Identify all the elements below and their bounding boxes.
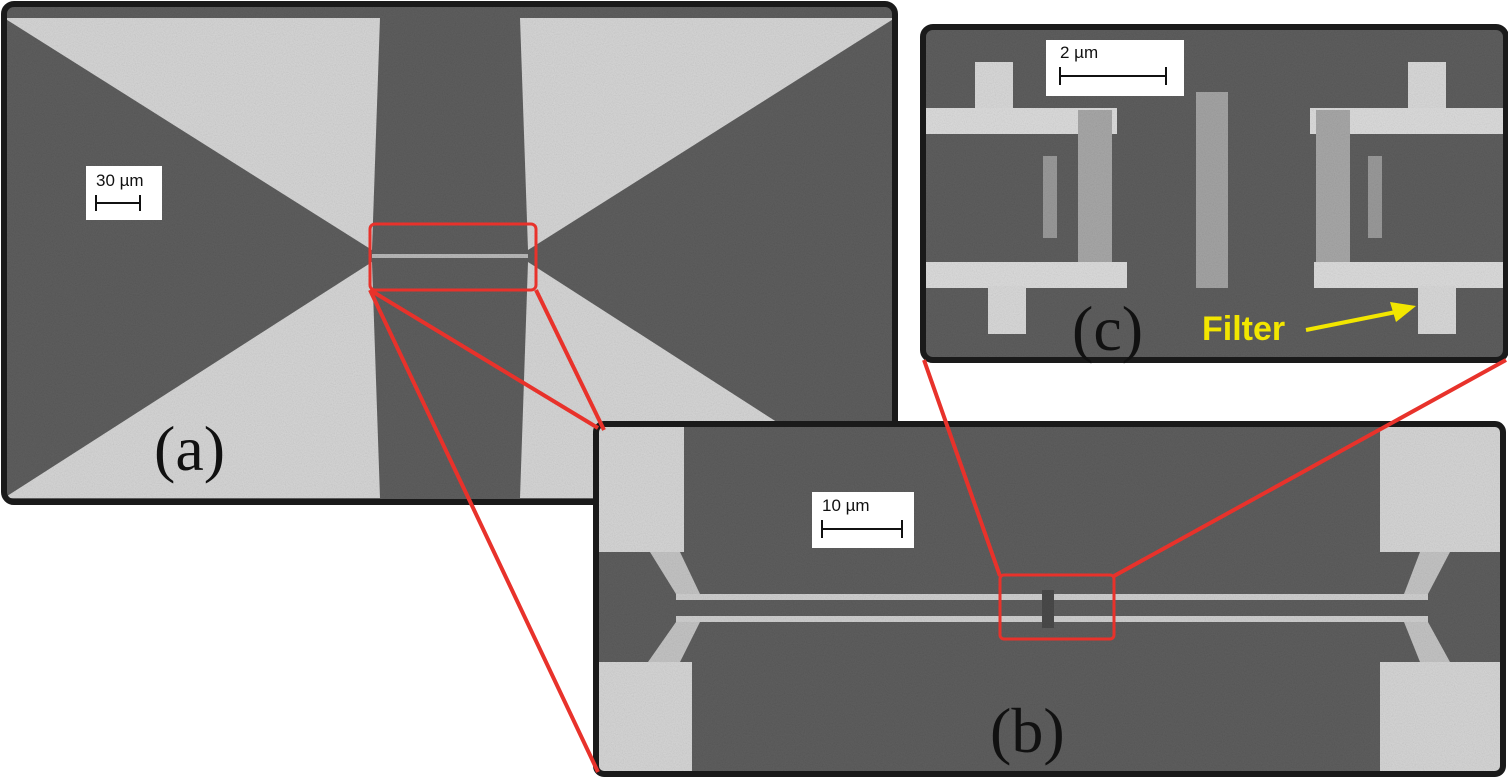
c-left-bottom-stub <box>988 286 1026 334</box>
panel-c-frame <box>920 24 1508 363</box>
c-left-top-stub <box>975 62 1013 110</box>
panel-b-scale-text: 10 µm <box>822 496 870 515</box>
lead-b-bottom-right <box>1404 622 1450 662</box>
panel-a-label: (a) <box>154 413 225 484</box>
panel-b-label: (b) <box>990 695 1065 766</box>
filter-arrow <box>1305 302 1416 332</box>
panel-c: 2 µm (c) Filter <box>920 24 1508 364</box>
gap-b-center <box>1042 590 1054 628</box>
panel-c-label: (c) <box>1072 293 1143 364</box>
panel-b-frame <box>593 421 1506 777</box>
pad-b-bottom-left <box>596 662 692 774</box>
connector-b-c-left <box>922 359 1002 577</box>
panel-b: 10 µm (b) <box>593 421 1506 777</box>
panel-a: 30 µm (a) <box>1 1 898 505</box>
panel-a-frame <box>1 1 898 505</box>
panel-b-highlight-box <box>998 573 1116 641</box>
c-right-slot <box>1368 156 1382 238</box>
panel-c-scale-bar: 2 µm <box>1046 40 1184 96</box>
filter-annotation: Filter <box>1202 310 1285 348</box>
panel-c-scale-text: 2 µm <box>1060 43 1098 62</box>
panel-a-scale-text: 30 µm <box>96 171 144 190</box>
connector-a-b-top <box>368 288 600 430</box>
pad-top-right <box>520 18 895 250</box>
panel-a-scale-bar: 30 µm <box>86 166 162 220</box>
pad-b-bottom-right <box>1380 662 1503 774</box>
connector-b-c-right <box>1113 358 1507 578</box>
pad-b-top-right <box>1380 424 1503 552</box>
lead-b-top-left <box>650 552 700 594</box>
c-right-vertical <box>1316 110 1350 280</box>
pad-b-top-left <box>596 424 684 552</box>
zoom-connectors <box>368 288 1507 773</box>
c-right-bottom-stub <box>1418 286 1456 334</box>
c-right-bottom-bar <box>1314 262 1506 288</box>
lead-b-top-right <box>1404 552 1450 594</box>
c-left-bottom-bar <box>923 262 1127 288</box>
c-left-vertical <box>1078 110 1112 280</box>
pad-top-left <box>4 18 380 250</box>
c-center-strip <box>1196 92 1228 288</box>
panel-b-scale-bar: 10 µm <box>812 492 914 548</box>
c-right-top-stub <box>1408 62 1446 110</box>
pad-bottom-left <box>4 262 380 498</box>
lead-b-bottom-left <box>648 622 700 662</box>
connector-a-b-right <box>534 289 606 431</box>
panel-a-highlight-box <box>368 222 538 292</box>
connector-a-b-bottom <box>368 289 600 773</box>
panel-a-bridge <box>372 254 528 258</box>
c-left-slot <box>1043 156 1057 238</box>
